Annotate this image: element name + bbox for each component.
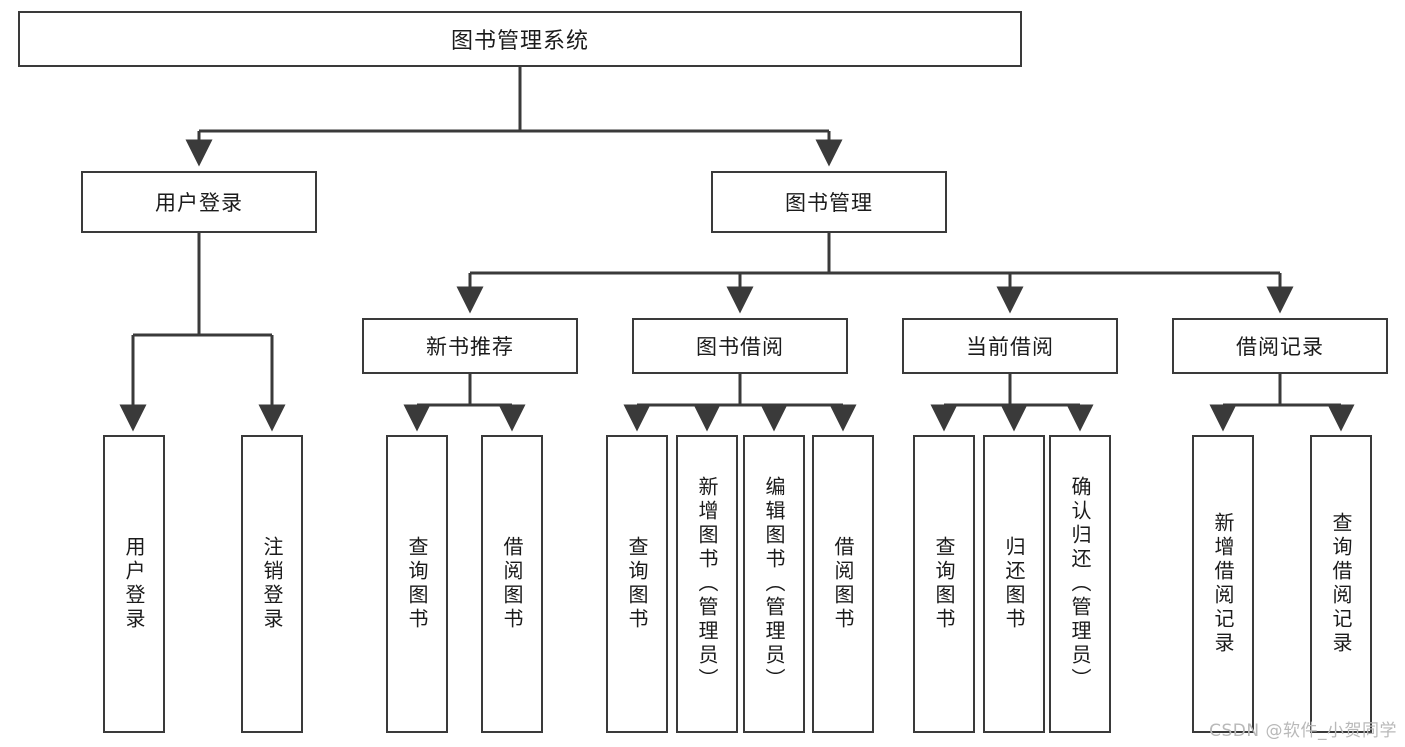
node-book-management[interactable]: 图书管理: [711, 171, 947, 233]
node-root-label: 图书管理系统: [450, 29, 589, 54]
leaf-confirm-return-admin[interactable]: 确认归还（管理员）: [1049, 435, 1111, 733]
leaf-query-book-borrow[interactable]: 查询图书: [606, 435, 668, 733]
leaf-label: 查询图书: [405, 536, 429, 632]
watermark: CSDN @软件_小贺同学: [1209, 721, 1397, 741]
node-new-book-recommend-label: 新书推荐: [426, 335, 514, 359]
leaf-label: 确认归还（管理员）: [1068, 476, 1092, 692]
node-current-borrow-label: 当前借阅: [966, 335, 1054, 359]
leaf-add-borrow-record[interactable]: 新增借阅记录: [1192, 435, 1254, 733]
node-book-management-label: 图书管理: [785, 191, 873, 215]
leaf-return-book[interactable]: 归还图书: [983, 435, 1045, 733]
node-user-login-label: 用户登录: [155, 191, 243, 215]
leaf-edit-book-admin[interactable]: 编辑图书（管理员）: [743, 435, 805, 733]
leaf-label: 用户登录: [122, 536, 146, 632]
leaf-query-borrow-record[interactable]: 查询借阅记录: [1310, 435, 1372, 733]
leaf-label: 归还图书: [1002, 536, 1026, 632]
leaf-label: 查询图书: [625, 536, 649, 632]
node-book-borrow-label: 图书借阅: [696, 335, 784, 359]
leaf-user-login[interactable]: 用户登录: [103, 435, 165, 733]
node-root[interactable]: 图书管理系统: [18, 11, 1022, 67]
leaf-user-logout[interactable]: 注销登录: [241, 435, 303, 733]
leaf-borrow-book[interactable]: 借阅图书: [812, 435, 874, 733]
node-book-borrow[interactable]: 图书借阅: [632, 318, 848, 374]
node-current-borrow[interactable]: 当前借阅: [902, 318, 1118, 374]
leaf-label: 查询借阅记录: [1329, 512, 1353, 656]
node-new-book-recommend[interactable]: 新书推荐: [362, 318, 578, 374]
leaf-label: 借阅图书: [500, 536, 524, 632]
node-user-login[interactable]: 用户登录: [81, 171, 317, 233]
leaf-label: 新增借阅记录: [1211, 512, 1235, 656]
leaf-borrow-book-rec[interactable]: 借阅图书: [481, 435, 543, 733]
leaf-label: 查询图书: [932, 536, 956, 632]
leaf-add-book-admin[interactable]: 新增图书（管理员）: [676, 435, 738, 733]
leaf-label: 编辑图书（管理员）: [762, 476, 786, 692]
leaf-query-book-current[interactable]: 查询图书: [913, 435, 975, 733]
leaf-query-book-rec[interactable]: 查询图书: [386, 435, 448, 733]
leaf-label: 借阅图书: [831, 536, 855, 632]
node-borrow-record-label: 借阅记录: [1236, 335, 1324, 359]
node-borrow-record[interactable]: 借阅记录: [1172, 318, 1388, 374]
leaf-label: 注销登录: [260, 536, 284, 632]
leaf-label: 新增图书（管理员）: [695, 476, 719, 692]
